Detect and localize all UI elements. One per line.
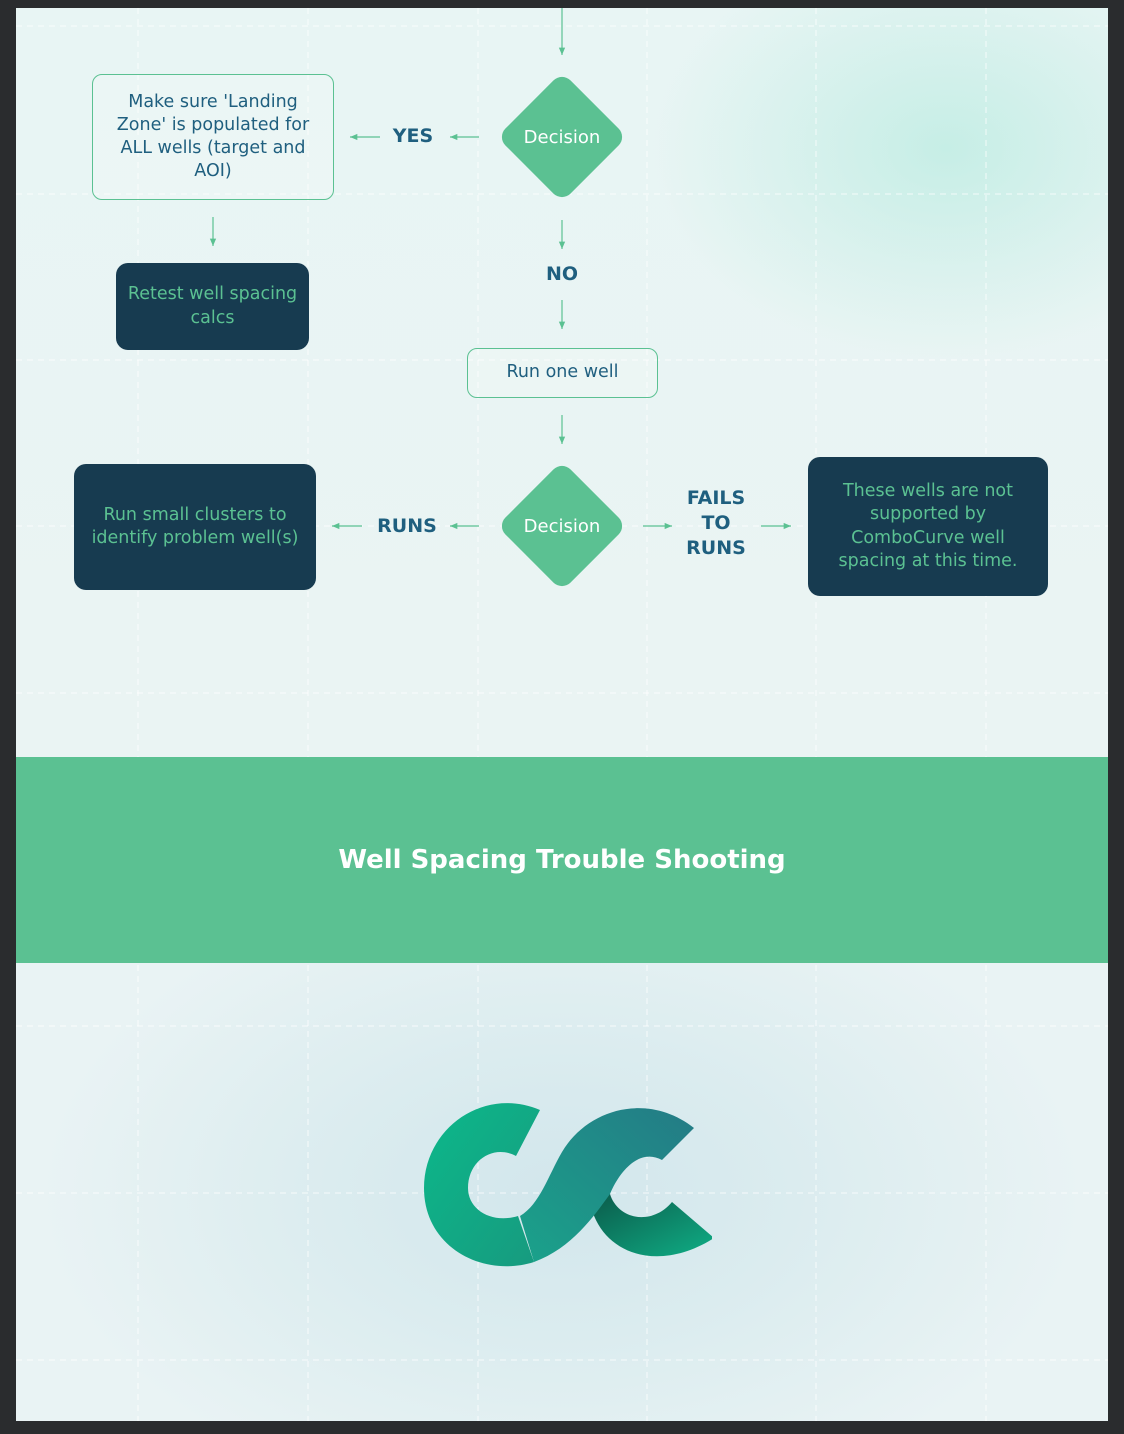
run-clusters-box: Run small clusters to identify problem w… — [74, 464, 316, 590]
decision-label-1: Decision — [523, 127, 601, 148]
landing-zone-text: Make sure 'Landing Zone' is populated fo… — [116, 91, 310, 182]
run-clusters-text: Run small clusters to identify problem w… — [91, 504, 299, 548]
runs-label: RUNS — [377, 515, 437, 537]
combocurve-logo — [424, 1103, 712, 1267]
fails-to-runs-label: FAILS TO RUNS — [671, 486, 761, 561]
fails-line-1: FAILS — [686, 487, 746, 509]
decision-label-2: Decision — [523, 516, 601, 537]
logo-right-lower — [590, 1194, 712, 1257]
landing-zone-box: Make sure 'Landing Zone' is populated fo… — [92, 74, 334, 200]
yes-label: YES — [392, 125, 434, 147]
fails-line-3: RUNS — [686, 537, 746, 560]
retest-box: Retest well spacing calcs — [116, 263, 309, 350]
no-label: NO — [545, 263, 579, 285]
fails-line-2: TO — [701, 512, 731, 535]
title-banner: Well Spacing Trouble Shooting — [16, 757, 1108, 963]
run-one-well-text: Run one well — [506, 362, 619, 383]
not-supported-text: These wells are not supported by ComboCu… — [838, 480, 1018, 571]
not-supported-box: These wells are not supported by ComboCu… — [808, 457, 1048, 596]
banner-title: Well Spacing Trouble Shooting — [338, 845, 786, 875]
logo-left-c — [424, 1103, 540, 1267]
flowchart-page: Make sure 'Landing Zone' is populated fo… — [16, 8, 1108, 1421]
run-one-well-box: Run one well — [467, 348, 658, 398]
logo-band — [520, 1108, 694, 1262]
retest-text: Retest well spacing calcs — [127, 284, 298, 328]
